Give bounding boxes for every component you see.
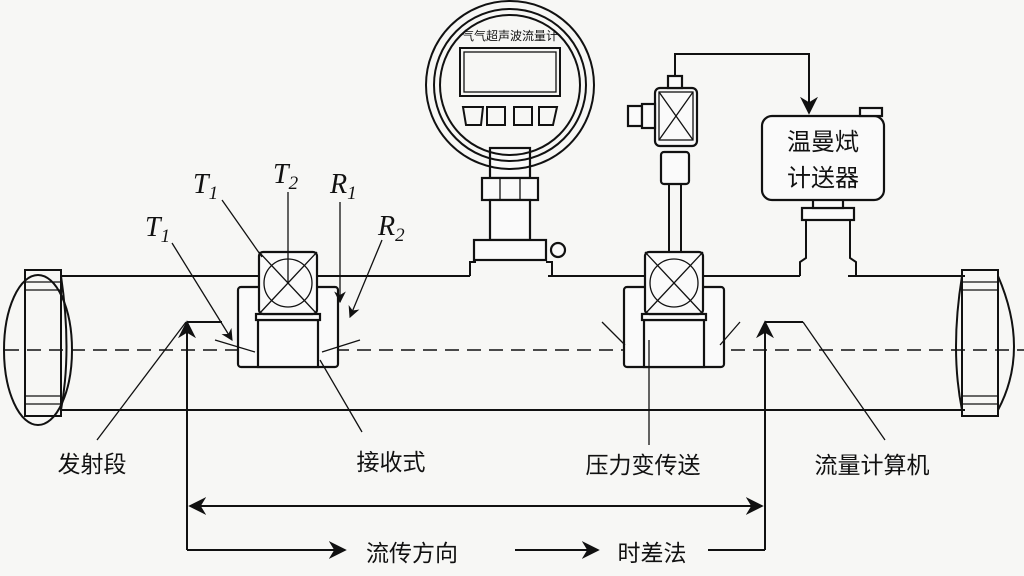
symbol-r2: R2 [377,211,405,246]
symbol-leaders [171,192,383,341]
left-pipe-flange [3,269,73,426]
label-emitter: 发射段 [58,452,127,478]
flow-meter-display-unit: 气气超声波流量计 [425,0,595,277]
symbol-t1-upper: T1 [193,169,218,204]
symbol-t1-lower: T1 [145,212,170,247]
label-flow-direction: 流传方向 [366,541,458,567]
signal-wire [674,53,818,115]
measurement-lines [178,320,803,559]
label-time-difference: 时差法 [618,541,687,567]
meter-label: 气气超声波流量计 [462,28,558,43]
pressure-transducer [601,74,741,369]
symbol-r1: R1 [329,169,357,204]
temperature-transmitter: 温曼烒 计送器 [760,106,886,277]
label-computer: 流量计算机 [815,453,930,479]
transmitter-label-line2: 计送器 [787,164,859,192]
pipe [5,275,1024,411]
label-receiver: 接收式 [357,450,426,476]
label-leaders [96,321,886,445]
right-pipe-flange [955,269,1015,417]
label-pressure: 压力变传送 [586,453,701,479]
transmitter-label-line1: 温曼烒 [787,128,859,156]
symbol-t2: T2 [273,159,299,194]
